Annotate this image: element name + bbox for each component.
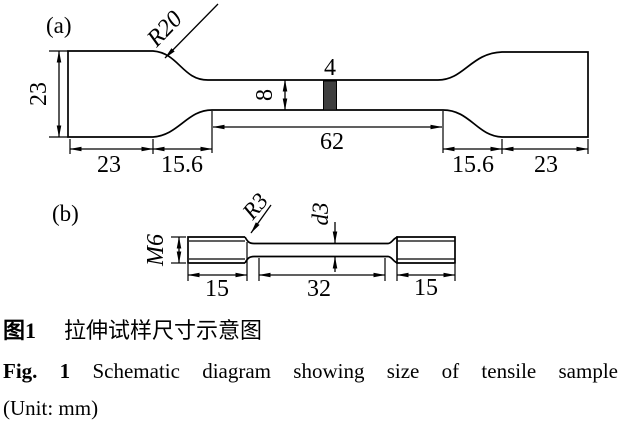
caption-line-zh: 图1 拉伸试样尺寸示意图 (3, 320, 618, 342)
right-grip-length-dim: 15 (414, 275, 438, 301)
gauge-mark-band (323, 80, 337, 111)
right-grip-length-dim: 23 (534, 152, 558, 178)
left-grip-length-dim: 15 (205, 276, 229, 302)
caption-unit-note: (Unit: mm) (3, 396, 99, 420)
tensile-sample-diagram: (a) 4 R20 23 8 62 (26, 3, 589, 302)
round-specimen-left-grip (187, 236, 245, 264)
panel-a: (a) 4 R20 23 8 62 (26, 3, 589, 178)
gauge-length-dim: 62 (320, 129, 344, 155)
caption-en-title: Schematic diagram showing size of tensil… (92, 359, 618, 383)
round-specimen-right-grip (396, 236, 456, 264)
right-transition-dim: 15.6 (452, 152, 494, 178)
left-transition-dim: 15.6 (161, 152, 203, 178)
flat-specimen-outline (67, 50, 589, 138)
round-specimen-rod-top (244, 236, 399, 245)
radius-dim: R20 (141, 6, 187, 53)
panel-b-label: (b) (52, 201, 79, 226)
rod-length-dim: 32 (307, 276, 331, 302)
caption-zh-fig-no: 图1 (3, 318, 37, 343)
radius-leader-line (164, 3, 219, 59)
panel-b: (b) M6 R3 (52, 188, 456, 302)
fillet-radius-dim: R3 (237, 188, 273, 224)
caption-line-en: Fig. 1 Schematic diagram showing size of… (3, 361, 618, 382)
thread-dim: M6 (143, 234, 169, 267)
left-grip-length-dim: 23 (97, 152, 121, 178)
caption-zh-title: 拉伸试样尺寸示意图 (64, 318, 263, 343)
figure-caption: 图1 拉伸试样尺寸示意图 Fig. 1 Schematic diagram sho… (0, 308, 626, 419)
panel-a-label: (a) (46, 13, 72, 38)
mark-width-dim: 4 (324, 55, 336, 81)
caption-en-fig-no: Fig. 1 (3, 359, 71, 383)
diameter-dim: d3 (308, 203, 333, 226)
grip-height-dim: 23 (26, 82, 52, 106)
round-specimen-rod-bottom (244, 255, 399, 264)
gauge-height-dim: 8 (252, 89, 278, 101)
fillet-radius-leader-line (250, 204, 272, 234)
